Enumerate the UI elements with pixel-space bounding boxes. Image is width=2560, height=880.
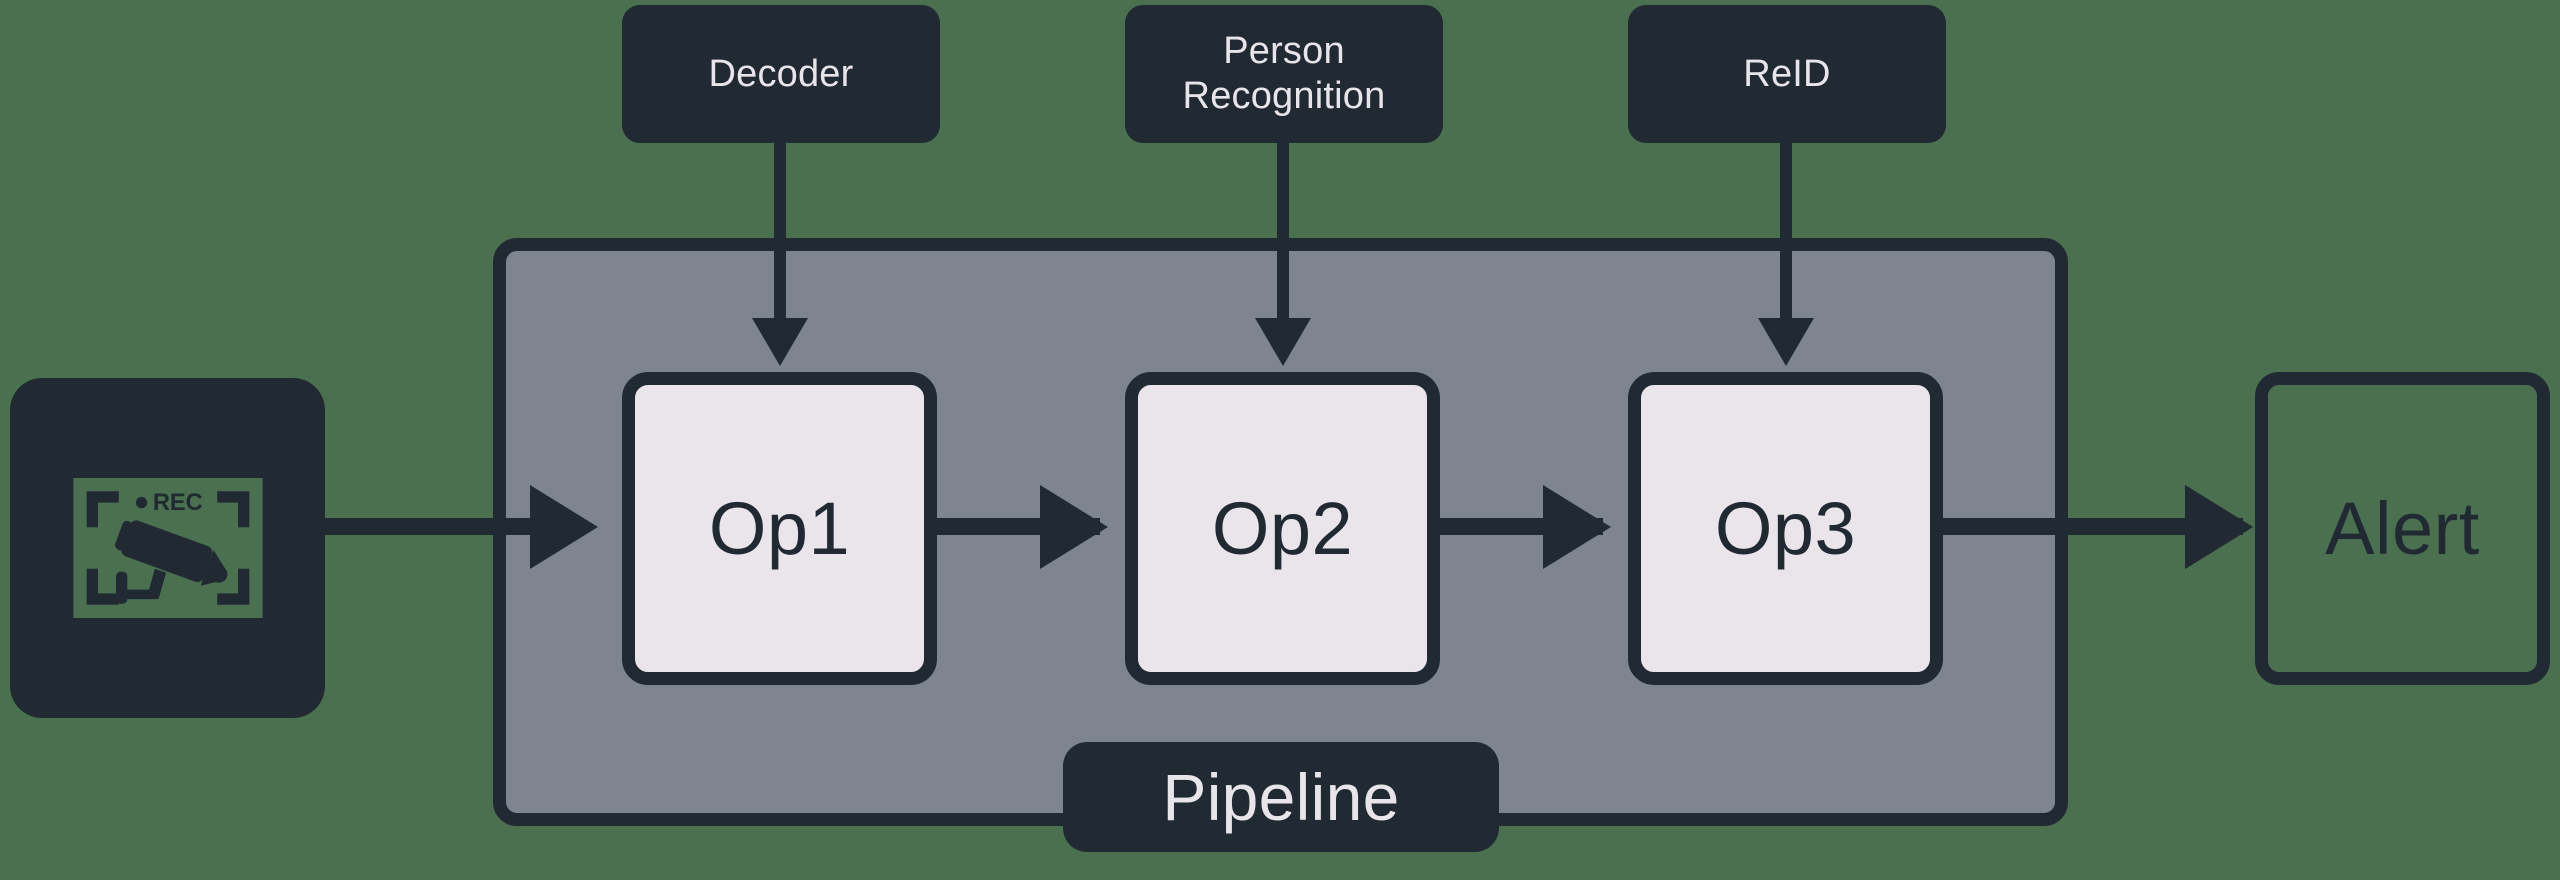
cctv-rec-text: REC (152, 490, 202, 516)
edge-reid-arrowhead (1758, 240, 1814, 366)
edge-op3-to-alert-top (1943, 485, 2253, 569)
node-op1[interactable]: Op1 (622, 372, 937, 685)
node-op3[interactable]: Op3 (1628, 372, 1943, 685)
node-alert[interactable]: Alert (2255, 372, 2550, 685)
node-decoder-label: Decoder (708, 52, 854, 95)
edge-op2-to-op3-top (1438, 485, 1611, 569)
node-person-recognition-label-line1: Person (1223, 30, 1345, 73)
node-person-recognition-label-line2: Recognition (1182, 75, 1386, 117)
edge-camera-to-op1-top (325, 485, 598, 569)
node-reid-label: ReID (1743, 52, 1831, 95)
node-camera-source[interactable]: REC (10, 378, 325, 718)
pipeline-label-text: Pipeline (1162, 760, 1400, 834)
pipeline-label-badge: Pipeline (1063, 742, 1499, 852)
cctv-camera-rec-icon: REC (72, 478, 263, 618)
node-reid[interactable]: ReID (1628, 5, 1946, 143)
node-person-recognition[interactable]: Person Recognition (1125, 5, 1443, 143)
node-op2-label: Op2 (1211, 487, 1354, 570)
edge-decoder-arrowhead (752, 240, 808, 366)
node-op1-label: Op1 (708, 487, 851, 570)
node-op3-label: Op3 (1714, 487, 1857, 570)
node-alert-label: Alert (2325, 487, 2480, 570)
edge-op1-to-op2-top (935, 485, 1108, 569)
node-decoder[interactable]: Decoder (622, 5, 940, 143)
edge-person-recognition-arrowhead (1255, 240, 1311, 366)
node-op2[interactable]: Op2 (1125, 372, 1440, 685)
